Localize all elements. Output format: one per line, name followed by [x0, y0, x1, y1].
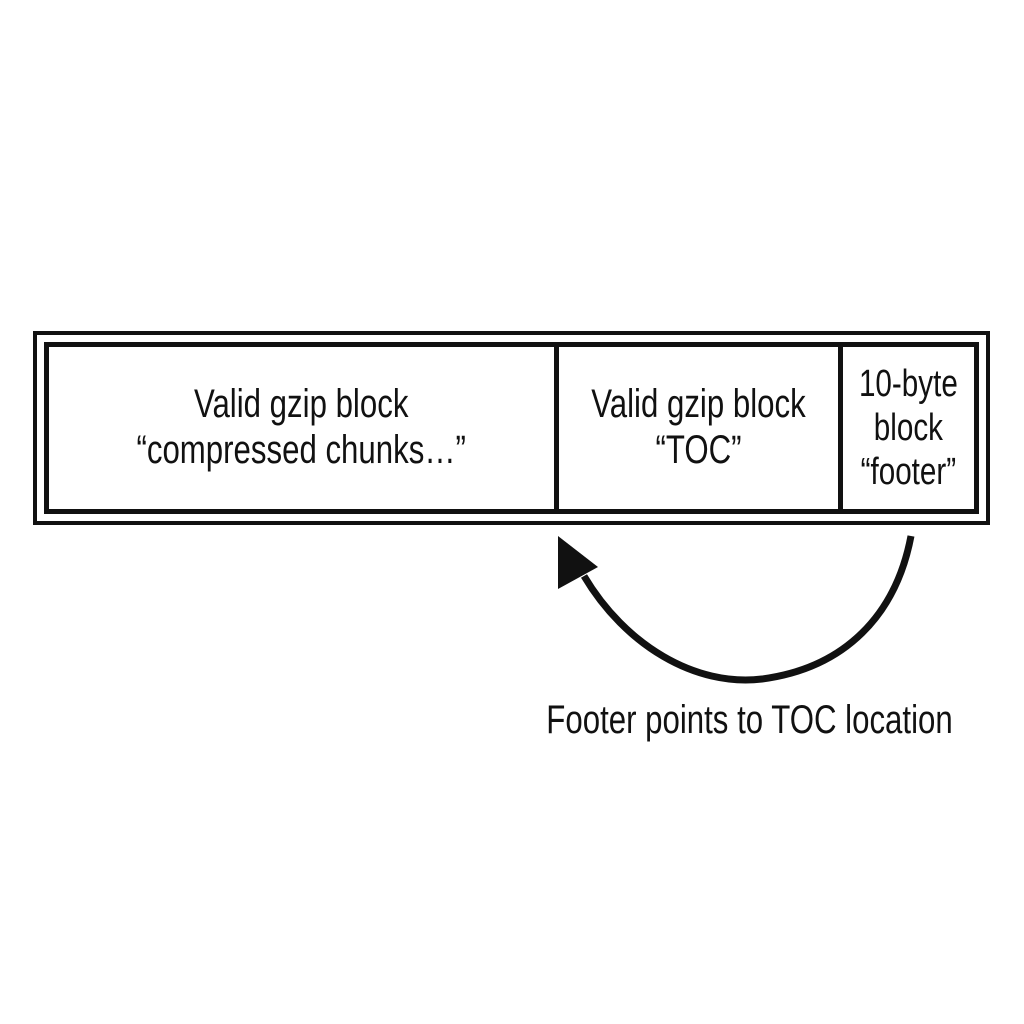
- block-label-line: “compressed chunks…”: [136, 428, 467, 472]
- block-label-line: “footer”: [860, 451, 957, 494]
- arrow-caption-text: Footer points to TOC location: [546, 698, 954, 742]
- block-label-line: Valid gzip block: [591, 382, 806, 427]
- gzip-file-outer-box: Valid gzip block “compressed chunks…” Va…: [33, 331, 990, 525]
- arrowhead-icon: [558, 536, 598, 589]
- arrow-caption: Footer points to TOC location: [480, 698, 1020, 742]
- block-footer-label: 10-byte block “footer”: [859, 362, 958, 494]
- gzip-file-inner-box: Valid gzip block “compressed chunks…” Va…: [44, 342, 979, 514]
- block-footer: 10-byte block “footer”: [838, 347, 974, 509]
- block-toc-label: Valid gzip block “TOC”: [591, 382, 805, 473]
- block-label-line: block: [873, 406, 944, 449]
- block-compressed-chunks: Valid gzip block “compressed chunks…”: [49, 347, 554, 509]
- block-compressed-chunks-label: Valid gzip block “compressed chunks…”: [137, 382, 466, 473]
- block-label-line: 10-byte: [859, 362, 958, 405]
- block-label-line: Valid gzip block: [194, 382, 409, 427]
- block-label-line: “TOC”: [655, 428, 742, 472]
- arrow-curve: [580, 535, 915, 684]
- block-toc: Valid gzip block “TOC”: [554, 347, 838, 509]
